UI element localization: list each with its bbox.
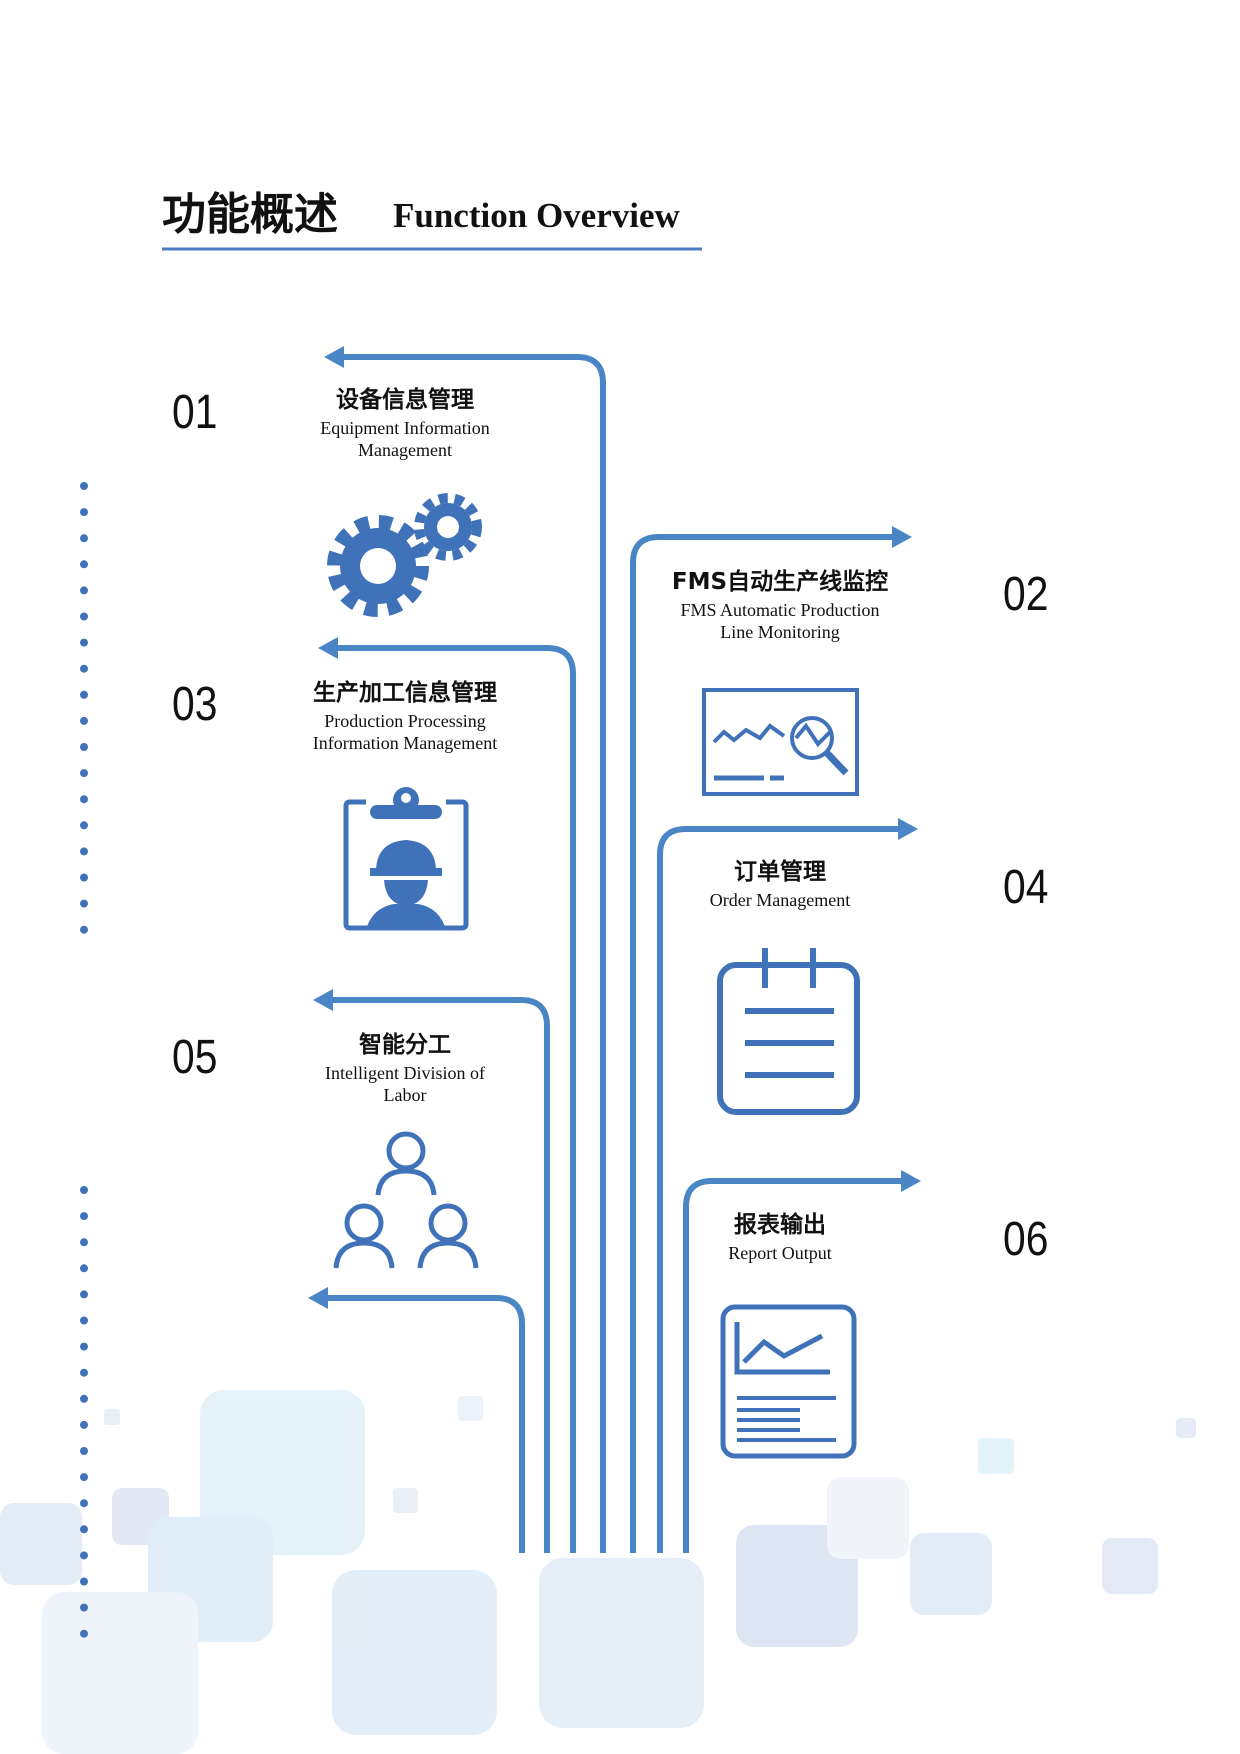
dot	[80, 1603, 88, 1612]
worker-clipboard-icon	[343, 787, 469, 931]
item-number-05: 05	[172, 1031, 218, 1084]
dot	[80, 821, 88, 830]
arrow-left-icon	[308, 1287, 328, 1309]
dot	[80, 716, 88, 725]
dot	[80, 508, 88, 517]
dot	[80, 1316, 88, 1325]
dot	[80, 925, 88, 934]
dot	[80, 743, 88, 751]
arrow-right-icon	[901, 1170, 921, 1192]
page-title-cn: 功能概述	[162, 189, 338, 240]
flow-line-03	[334, 645, 576, 1553]
item-title-cn: 生产加工信息管理	[313, 680, 497, 706]
dot	[80, 638, 88, 647]
dot	[80, 769, 88, 778]
dot	[80, 1551, 88, 1560]
dot	[80, 690, 88, 699]
item-title-cn: FMS自动生产线监控	[671, 569, 889, 595]
dot	[80, 1394, 88, 1403]
team-people-icon	[333, 1131, 479, 1269]
flow-line-04	[657, 826, 900, 1553]
item-number-02: 02	[1003, 568, 1049, 621]
item-title-en: Equipment Information Management	[320, 418, 490, 460]
item-02-label: FMS自动生产线监控 FMS Automatic Production Line…	[650, 567, 910, 643]
item-title-cn: 报表输出	[734, 1212, 826, 1238]
item-title-en: Report Output	[728, 1243, 832, 1263]
flow-lines	[324, 354, 903, 1553]
item-05-label: 智能分工 Intelligent Division of Labor	[275, 1030, 535, 1106]
item-01-label: 设备信息管理 Equipment Information Management	[275, 385, 535, 461]
dot	[80, 1499, 88, 1508]
arrow-left-icon	[324, 346, 344, 368]
dot	[80, 1212, 88, 1221]
item-number-06: 06	[1003, 1213, 1049, 1266]
dot	[80, 1447, 88, 1455]
item-title-en: Order Management	[709, 890, 851, 910]
item-06-label: 报表输出 Report Output	[650, 1210, 910, 1264]
item-number-01: 01	[172, 386, 218, 439]
dot	[80, 560, 88, 569]
flow-line-extra	[324, 1295, 525, 1553]
item-title-cn: 智能分工	[359, 1032, 451, 1058]
arrow-left-icon	[318, 637, 338, 659]
flow-line-05	[329, 997, 550, 1553]
arrowheads	[308, 346, 921, 1309]
gears-icon	[327, 493, 482, 617]
item-number-03: 03	[172, 678, 218, 731]
arrow-left-icon	[313, 989, 333, 1011]
dot	[80, 1186, 88, 1194]
arrow-right-icon	[898, 818, 918, 840]
item-title-cn: 订单管理	[734, 859, 826, 885]
dot	[80, 612, 88, 621]
dot	[80, 1629, 88, 1638]
dots-column-bottom	[80, 1186, 88, 1638]
flow-line-06	[683, 1178, 903, 1553]
dot	[80, 1290, 88, 1299]
item-title-en: Intelligent Division of Labor	[325, 1063, 485, 1105]
item-04-label: 订单管理 Order Management	[650, 857, 910, 911]
report-chart-icon	[720, 1304, 857, 1459]
dots-column-top	[80, 482, 88, 934]
item-title-cn: 设备信息管理	[336, 387, 474, 413]
page-title-en: Function Overview	[393, 196, 680, 235]
dot	[80, 1525, 88, 1534]
item-title-en: FMS Automatic Production Line Monitoring	[680, 600, 880, 642]
dot	[80, 1238, 88, 1247]
item-number-04: 04	[1003, 861, 1049, 914]
dot	[80, 586, 88, 595]
dot	[80, 1368, 88, 1377]
dot	[80, 534, 88, 543]
arrow-right-icon	[892, 526, 912, 548]
dot	[80, 1420, 88, 1429]
dot	[80, 1264, 88, 1273]
dot	[80, 795, 88, 804]
background-squares	[0, 1390, 1196, 1754]
dot	[80, 873, 88, 882]
item-03-label: 生产加工信息管理 Production Processing Informati…	[275, 678, 535, 754]
flow-line-02	[630, 534, 894, 1553]
dot	[80, 1342, 88, 1351]
dot	[80, 482, 88, 490]
dot	[80, 899, 88, 908]
dot	[80, 847, 88, 856]
calendar-notepad-icon	[717, 948, 860, 1115]
flow-line-01	[340, 354, 606, 1553]
item-title-en: Production Processing Information Manage…	[312, 711, 498, 753]
monitor-chart-search-icon	[702, 688, 859, 796]
dot	[80, 1577, 88, 1586]
dot	[80, 1473, 88, 1482]
dot	[80, 664, 88, 673]
